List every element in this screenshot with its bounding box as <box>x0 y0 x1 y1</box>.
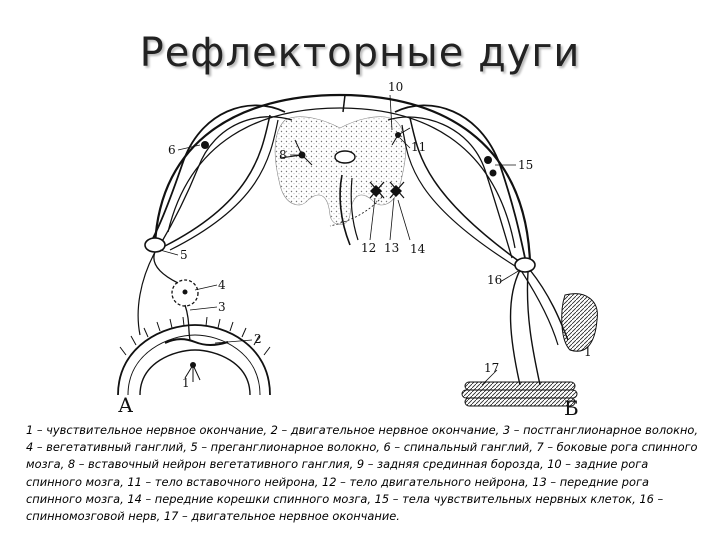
label-11: 11 <box>411 140 426 154</box>
spinal-nerve-left <box>145 238 165 252</box>
legend-caption: 1 – чувствительное нервное окончание, 2 … <box>26 422 706 525</box>
preganglionic-fiber <box>154 252 178 283</box>
label-5: 5 <box>180 248 188 262</box>
label-3: 3 <box>218 300 226 314</box>
label-6: 6 <box>168 143 176 157</box>
label-17: 17 <box>484 361 499 375</box>
label-4: 4 <box>218 278 226 292</box>
label-8: 8 <box>279 148 287 162</box>
reflex-arc-diagram: 1 2 3 4 5 6 8 10 11 12 13 14 15 16 17 1 … <box>0 0 720 420</box>
label-16: 16 <box>487 273 502 287</box>
label-12: 12 <box>361 241 376 255</box>
central-canal <box>335 151 355 163</box>
muscle-b <box>462 382 577 406</box>
postganglionic-fiber <box>185 305 190 340</box>
label-10: 10 <box>388 80 403 94</box>
spinal-nerve-right <box>515 258 535 272</box>
label-13: 13 <box>384 241 399 255</box>
receptor-right <box>562 294 598 352</box>
sensory-neuron-body-right <box>484 156 492 164</box>
label-2: 2 <box>254 332 262 346</box>
label-1: 1 <box>182 376 190 390</box>
posterior-median-sulcus <box>343 95 345 112</box>
label-b: Б <box>564 396 579 420</box>
label-14: 14 <box>410 242 426 256</box>
label-15: 15 <box>518 158 533 172</box>
label-a: А <box>118 393 133 417</box>
spinal-ganglion-neuron-left <box>201 141 209 149</box>
label-1-right: 1 <box>584 345 592 359</box>
